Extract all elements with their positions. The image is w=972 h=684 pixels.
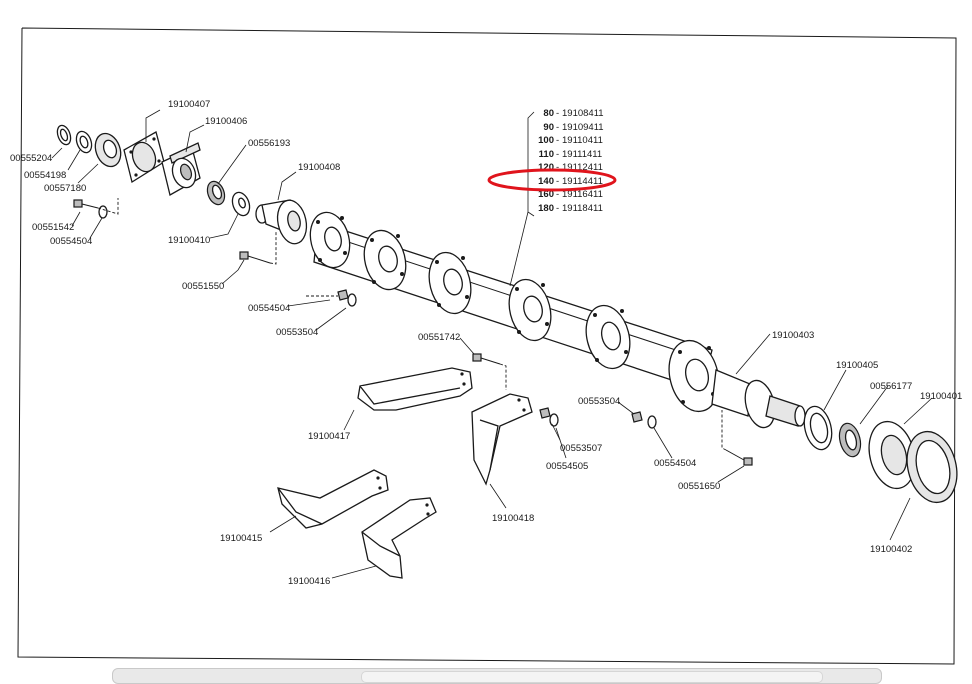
label-19100416: 19100416: [288, 576, 330, 587]
length-sep: -: [556, 149, 559, 160]
label-19100407: 19100407: [168, 99, 210, 110]
label-00553504-mid: 00553504: [276, 327, 318, 338]
length-size: 110: [539, 149, 554, 160]
highlight-ellipse: [487, 168, 617, 192]
length-sep: -: [556, 122, 559, 133]
length-part: 19114411: [562, 176, 603, 187]
length-size: 160: [538, 189, 554, 200]
length-size: 100: [538, 135, 554, 146]
length-sep: -: [556, 189, 559, 200]
length-part: 19109411: [562, 122, 604, 133]
length-row: 100 - 19110411: [538, 135, 603, 146]
length-part: 19112411: [562, 162, 603, 173]
label-00551650: 00551650: [678, 481, 720, 492]
length-sep: -: [556, 108, 559, 119]
length-row: 90 - 19109411: [543, 122, 603, 133]
label-00551550: 00551550: [182, 281, 224, 292]
hub-assembly: [239, 199, 308, 265]
middle-fasteners: [306, 289, 559, 427]
length-part: 19108411: [562, 108, 604, 119]
label-00554504-mid: 00554504: [248, 303, 290, 314]
scrollbar-thumb[interactable]: [361, 671, 823, 683]
label-19100410: 19100410: [168, 235, 210, 246]
length-size: 120: [538, 162, 554, 173]
length-sep: -: [556, 162, 559, 173]
label-19100402: 19100402: [870, 544, 912, 555]
label-19100405: 19100405: [836, 360, 878, 371]
label-00551542: 00551542: [32, 222, 74, 233]
label-00555204: 00555204: [10, 153, 52, 164]
label-00553504-right: 00553504: [578, 396, 620, 407]
length-part: 19110411: [562, 135, 603, 146]
label-00554198: 00554198: [24, 170, 66, 181]
length-row: 110 - 19111411: [539, 149, 602, 160]
horizontal-scrollbar[interactable]: [112, 668, 882, 684]
label-00557180: 00557180: [44, 183, 86, 194]
label-00553507: 00553507: [560, 443, 602, 454]
tines: [277, 367, 533, 579]
length-table: 80 - 19108411 90 - 19109411 100 - 191104…: [538, 108, 603, 214]
length-sep: -: [556, 135, 559, 146]
right-end-assembly: [631, 369, 958, 504]
length-size: 90: [543, 122, 554, 133]
length-row: 120 - 19112411: [538, 162, 603, 173]
length-row: 160 - 19116411: [538, 189, 603, 200]
length-sep: -: [556, 203, 559, 214]
label-19100406: 19100406: [205, 116, 247, 127]
label-00556193: 00556193: [248, 138, 290, 149]
label-19100403: 19100403: [772, 330, 814, 341]
label-00554504-left: 00554504: [50, 236, 92, 247]
length-row: 180 - 19118411: [538, 203, 603, 214]
length-sep: -: [556, 176, 559, 187]
length-part: 19111411: [562, 149, 602, 160]
left-bearing-assembly: [56, 124, 251, 219]
label-19100401: 19100401: [920, 391, 962, 402]
leader-lines: [51, 109, 933, 579]
length-size: 80: [543, 108, 554, 119]
label-00556177: 00556177: [870, 381, 912, 392]
main-shaft: [309, 211, 720, 413]
length-part: 19118411: [562, 203, 603, 214]
label-19100418: 19100418: [492, 513, 534, 524]
label-19100415: 19100415: [220, 533, 262, 544]
label-00551742: 00551742: [418, 332, 460, 343]
label-19100408: 19100408: [298, 162, 340, 173]
frame-border: [17, 27, 957, 665]
length-size: 180: [538, 203, 554, 214]
label-00554504-right: 00554504: [654, 458, 696, 469]
label-00554505: 00554505: [546, 461, 588, 472]
length-part: 19116411: [562, 189, 603, 200]
length-row-highlighted: 140 - 19114411: [538, 176, 603, 187]
length-row: 80 - 19108411: [543, 108, 603, 119]
part-labels: 19100407 19100406 00556193 19100408 0055…: [10, 99, 962, 587]
label-19100417: 19100417: [308, 431, 350, 442]
length-size: 140: [538, 176, 554, 187]
